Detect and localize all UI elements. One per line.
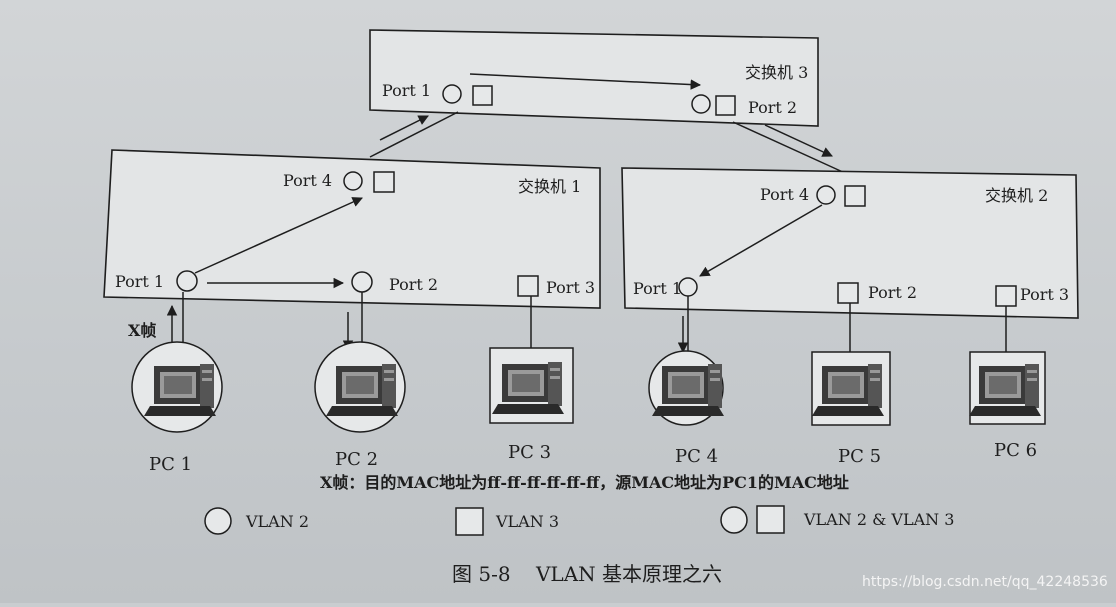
switch-2-port3-square bbox=[995, 285, 1017, 307]
pc-1: PC 1 bbox=[131, 341, 223, 475]
switch-1: 交换机 1 Port 4 Port 1 Port 2 Port 3 bbox=[103, 149, 601, 309]
legend-circle-symbol bbox=[204, 507, 232, 535]
pc-2-label: PC 2 bbox=[335, 449, 378, 470]
switch-3-label: 交换机 3 bbox=[745, 63, 808, 82]
trunk-arrow-sw1-sw3 bbox=[379, 115, 429, 141]
watermark: https://blog.csdn.net/qq_42248536 bbox=[862, 574, 1108, 590]
pc-2: PC 2 bbox=[314, 341, 406, 470]
switch-1-port2-circle bbox=[351, 271, 373, 293]
switch-2-port4-square bbox=[844, 185, 866, 207]
computer-icon bbox=[969, 364, 1041, 416]
switch-3-port1-square bbox=[472, 85, 493, 106]
pc-6: PC 6 bbox=[969, 351, 1046, 461]
pc-3: PC 3 bbox=[489, 347, 574, 463]
switch-1-arrow-to-port4 bbox=[194, 197, 363, 274]
switch-2-port4-circle bbox=[816, 185, 836, 205]
legend-both-circle-symbol bbox=[720, 506, 748, 534]
pc-1-label: PC 1 bbox=[149, 454, 192, 475]
switch-2-port1-label: Port 1 bbox=[633, 279, 682, 298]
legend-circle-label: VLAN 2 bbox=[245, 512, 309, 531]
legend-both-label: VLAN 2 & VLAN 3 bbox=[803, 510, 954, 529]
switch-2-port2-square bbox=[837, 282, 859, 304]
legend-both-square-symbol bbox=[756, 505, 785, 534]
computer-icon bbox=[144, 364, 216, 416]
switch-2-port4-label: Port 4 bbox=[760, 185, 809, 204]
switch-2: 交换机 2 Port 4 Port 1 Port 2 Port 3 bbox=[621, 167, 1079, 319]
switch-1-port4-square bbox=[373, 171, 395, 193]
computer-icon bbox=[652, 364, 724, 416]
legend-square-symbol bbox=[455, 507, 484, 536]
trunk-link-sw1-sw3 bbox=[369, 111, 459, 158]
switch-3-port2-label: Port 2 bbox=[748, 98, 797, 117]
switch-1-box bbox=[103, 149, 601, 309]
figure-caption: 图 5-8 VLAN 基本原理之六 bbox=[452, 562, 722, 586]
switch-3-port1-label: Port 1 bbox=[382, 81, 431, 100]
switch-3-internal-arrow bbox=[469, 73, 702, 90]
switch-2-arrow-to-port1 bbox=[699, 204, 823, 277]
frame-label: X帧 bbox=[128, 321, 156, 340]
pc-6-label: PC 6 bbox=[994, 440, 1037, 461]
legend: VLAN 2 VLAN 3 VLAN 2 & VLAN 3 bbox=[204, 505, 954, 536]
computer-icon bbox=[326, 364, 398, 416]
pc-4-label: PC 4 bbox=[675, 446, 718, 467]
switch-1-port2-label: Port 2 bbox=[389, 275, 438, 294]
switch-2-label: 交换机 2 bbox=[985, 186, 1048, 205]
switch-2-box bbox=[621, 167, 1079, 319]
switch-1-port1-circle bbox=[176, 270, 198, 292]
switch-3: 交换机 3 Port 1 Port 2 bbox=[369, 29, 819, 127]
trunk-arrow-sw3-sw2 bbox=[764, 124, 833, 157]
frame-note: X帧：目的MAC地址为ff-ff-ff-ff-ff-ff，源MAC地址为PC1的… bbox=[320, 473, 849, 492]
switch-1-port4-circle bbox=[343, 171, 363, 191]
switch-1-port3-label: Port 3 bbox=[546, 278, 595, 297]
switch-1-label: 交换机 1 bbox=[518, 177, 581, 196]
computer-icon bbox=[812, 364, 884, 416]
switch-2-port1-circle bbox=[678, 277, 698, 297]
computer-icon bbox=[492, 362, 564, 414]
pc-5: PC 5 bbox=[811, 351, 891, 467]
pc-3-label: PC 3 bbox=[508, 442, 551, 463]
switch-1-port1-label: Port 1 bbox=[115, 272, 164, 291]
legend-square-label: VLAN 3 bbox=[495, 512, 559, 531]
switch-1-port4-label: Port 4 bbox=[283, 171, 332, 190]
trunk-link-sw3-sw2 bbox=[732, 121, 846, 174]
switch-2-port2-label: Port 2 bbox=[868, 283, 917, 302]
switch-3-port2-circle bbox=[691, 94, 711, 114]
switch-2-port3-label: Port 3 bbox=[1020, 285, 1069, 304]
switch-3-port1-circle bbox=[442, 84, 462, 104]
switch-3-port2-square bbox=[715, 95, 736, 116]
pc-5-label: PC 5 bbox=[838, 446, 881, 467]
pc-4: PC 4 bbox=[648, 350, 724, 467]
switch-1-port3-square bbox=[517, 275, 539, 297]
